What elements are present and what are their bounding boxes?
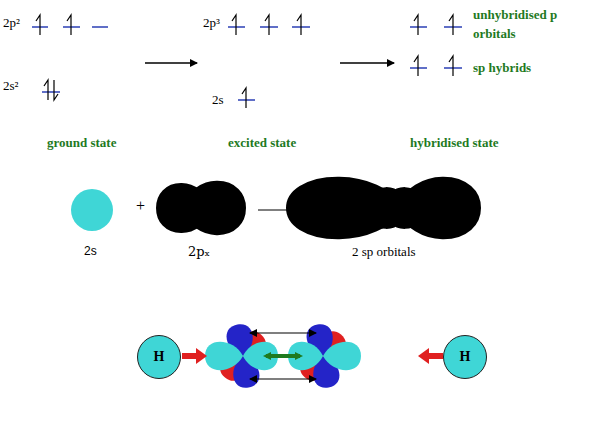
h-overlap-arrow [418,348,443,364]
electron-down [54,80,58,100]
electron-up [67,15,71,35]
orbital-group-label: sp hybrids [473,60,531,75]
electron-up [36,15,40,35]
pi-overlap-arrow [250,378,316,379]
electron-up [297,15,301,35]
orbital-label: 2p³ [203,15,220,30]
plus-sign: + [136,198,145,213]
hydrogen-atom: H [443,335,487,379]
electron-arrows [36,15,453,108]
electron-up [449,15,453,35]
pi-overlap-arrow [250,332,316,333]
orbital-caption: 2pₓ [188,244,210,259]
electron-up [232,15,236,35]
electron-up [44,80,48,100]
orbital-label: 2p² [3,15,20,30]
orbital-label: 2s² [3,78,18,93]
energy-levels [32,27,462,100]
orbital-caption: 2s [84,244,97,259]
electron-up [449,56,453,76]
orbital-label: 2s [212,92,224,107]
process-arrow [145,62,197,64]
electron-up [414,56,418,76]
s-orbital [71,189,113,231]
atom-symbol: H [154,349,165,365]
state-label: ground state [47,135,116,150]
orbital-group-label: unhybridised p orbitals [473,5,563,43]
sp-lobe [418,192,460,225]
electron-up [242,88,246,108]
atom-symbol: H [460,349,471,365]
sp-lobe [205,342,243,370]
orbital-level [92,26,108,28]
h-overlap-arrow [182,348,207,364]
state-label: hybridised state [410,135,498,150]
state-label: excited state [228,135,296,150]
sp-lobe [323,342,361,370]
orbital-level [42,91,60,93]
hydrogen-atom: H [137,335,181,379]
electron-up [265,15,269,35]
electron-up [414,15,418,35]
sigma-overlap-arrow [266,354,300,358]
process-arrow [340,62,394,64]
p-lobe [198,194,230,222]
orbital-caption: 2 sp orbitals [352,244,416,259]
